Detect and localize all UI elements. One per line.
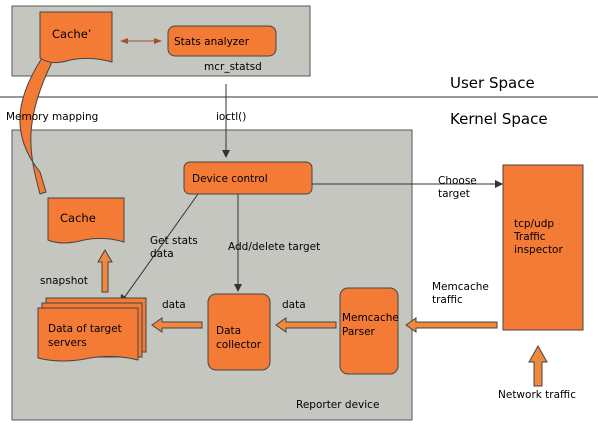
- memcache-parser-label-1: Memcache: [342, 312, 399, 324]
- data-left-label: data: [162, 299, 186, 311]
- reporter-device-label: Reporter device: [296, 399, 379, 411]
- ioctl-arrowhead: [222, 150, 230, 158]
- data-collector-label-1: Data: [216, 325, 241, 337]
- target-servers-box: [37, 307, 139, 362]
- stats-analyzer-label: Stats analyzer: [174, 36, 250, 48]
- data-collector-box: [207, 293, 271, 371]
- traffic-inspector-label-2: Traffic: [513, 231, 546, 243]
- get-stats-arrow: [123, 193, 199, 299]
- cache-box: [47, 197, 125, 244]
- ioctl-label: ioctl(): [216, 111, 246, 123]
- traffic-inspector-label-3: inspector: [514, 244, 563, 256]
- cache-stats-arrowhead-right: [154, 38, 162, 44]
- memcache-traffic-label-1: Memcache: [432, 281, 489, 293]
- cache-stats-arrowhead-left: [120, 38, 128, 44]
- data-collector-label-2: collector: [216, 339, 262, 351]
- memory-mapping-label: Memory mapping: [6, 111, 98, 123]
- choose-target-label-1: Choose: [438, 175, 477, 187]
- kernel-space-label: Kernel Space: [450, 110, 548, 128]
- cache-prime-box: [39, 11, 113, 64]
- snapshot-label: snapshot: [40, 275, 88, 287]
- inspector-to-parser-arrow: [405, 317, 498, 333]
- memcache-parser-box: [339, 287, 399, 375]
- memory-mapping-band: [19, 51, 53, 195]
- collector-to-servers-arrow: [151, 317, 203, 333]
- snapshot-arrow: [97, 249, 113, 293]
- network-traffic-label: Network traffic: [498, 389, 576, 401]
- device-control-label: Device control: [192, 173, 268, 185]
- get-stats-label-2: data: [150, 248, 174, 260]
- network-traffic-arrow: [528, 344, 548, 387]
- mcr-statsd-label: mcr_statsd: [204, 61, 262, 73]
- cache-label: Cache: [60, 211, 96, 225]
- traffic-inspector-label-1: tcp/udp: [514, 218, 554, 230]
- choose-target-arrowhead: [495, 180, 503, 188]
- data-right-label: data: [282, 299, 306, 311]
- traffic-inspector-box: [502, 164, 584, 331]
- stats-analyzer-box: [167, 25, 277, 57]
- get-stats-label-1: Get stats: [150, 235, 198, 247]
- device-control-box: [183, 161, 313, 195]
- choose-target-label-2: target: [438, 188, 470, 200]
- add-delete-arrowhead: [234, 284, 242, 292]
- target-servers-label-1: Data of target: [48, 323, 122, 335]
- cache-prime-label: Cache’: [52, 27, 91, 41]
- memcache-traffic-label-2: traffic: [432, 294, 463, 306]
- add-delete-label: Add/delete target: [228, 241, 320, 253]
- parser-to-collector-arrow: [275, 317, 337, 333]
- memcache-parser-label-2: Parser: [342, 326, 376, 338]
- target-servers-label-2: servers: [48, 337, 87, 349]
- user-space-label: User Space: [450, 74, 535, 92]
